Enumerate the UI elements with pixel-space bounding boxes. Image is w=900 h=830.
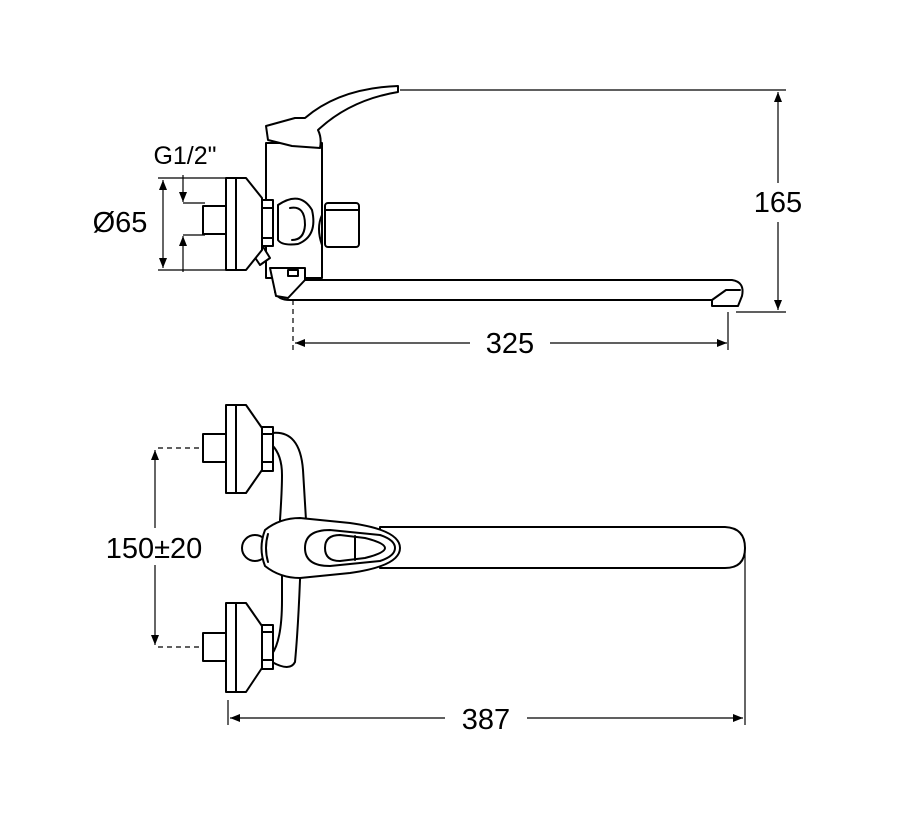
center-distance-dimension: 150±20: [106, 447, 203, 648]
side-view: 165 325 Ø65 G1/2": [93, 85, 802, 360]
flange-diameter-label: Ø65: [93, 207, 148, 239]
faucet-side-outline: [202, 85, 744, 307]
flange-diameter-dimension: Ø65: [93, 177, 232, 271]
center-distance-label: 150±20: [106, 533, 203, 565]
faucet-top-outline: [202, 404, 746, 693]
height-label: 165: [754, 187, 802, 219]
top-view: 150±20 387: [106, 404, 746, 736]
overall-length-dimension: 387: [227, 548, 746, 736]
spout-reach-label: 325: [486, 328, 534, 360]
height-dimension: 165: [400, 89, 802, 313]
thread-dimension: G1/2": [153, 142, 217, 272]
thread-label: G1/2": [153, 142, 216, 170]
overall-length-label: 387: [462, 704, 510, 736]
spout-reach-dimension: 325: [292, 300, 729, 360]
